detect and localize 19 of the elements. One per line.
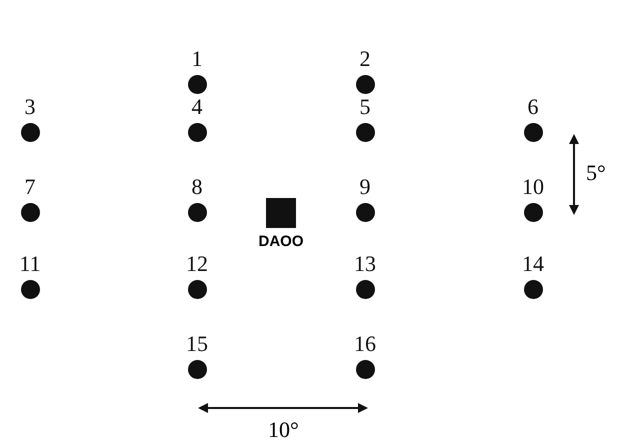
angle-label: 5° [586, 160, 606, 186]
position-number: 2 [360, 49, 370, 69]
marker-label: DAOO [258, 233, 304, 250]
position-number: 5 [360, 97, 370, 117]
position-number: 13 [354, 254, 376, 274]
position-number: 6 [528, 97, 538, 117]
position-number: 15 [186, 334, 208, 354]
angle-label: 10° [268, 417, 299, 443]
position-number: 8 [192, 177, 202, 197]
position-number: 3 [24, 97, 36, 117]
position-number: 12 [186, 254, 208, 274]
position-number: 4 [192, 97, 202, 117]
position-number: 7 [24, 177, 36, 197]
position-number: 16 [354, 334, 376, 354]
position-number: 10 [522, 177, 544, 197]
position-number: 14 [522, 254, 544, 274]
position-number: 11 [19, 254, 41, 274]
position-number: 1 [192, 49, 202, 69]
position-number: 9 [360, 177, 370, 197]
